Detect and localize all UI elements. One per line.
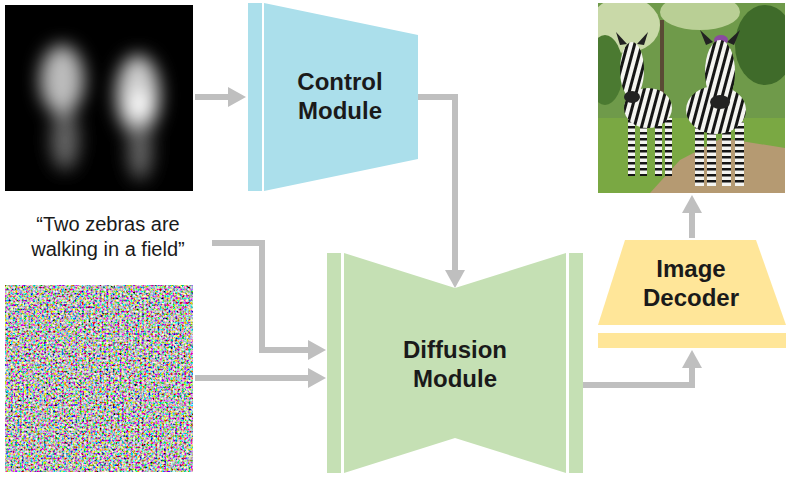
module-bar [248,3,262,191]
image-decoder: Image Decoder [598,240,786,348]
control-module: Control Module [248,3,418,191]
zebra-photo [598,3,785,193]
module-bar [598,333,786,348]
diffusion-module: Diffusion Module [327,253,583,473]
module-title: Image Decoder [631,255,751,313]
module-trapezoid [264,3,418,191]
module-hourglass [344,253,566,473]
flow-arrow [418,97,455,270]
module-title: Diffusion Module [393,336,518,394]
zebra-right [686,30,746,186]
prompt-text: “Two zebras are walking in a field” [8,212,208,262]
module-title: Control Module [285,68,395,126]
attention-heatmap [5,5,193,191]
module-trapezoid [598,240,786,325]
module-bar [569,253,583,473]
zebra-left [616,32,672,176]
module-bar [327,253,341,473]
noise-image [5,285,193,472]
flow-arrow [583,368,692,385]
